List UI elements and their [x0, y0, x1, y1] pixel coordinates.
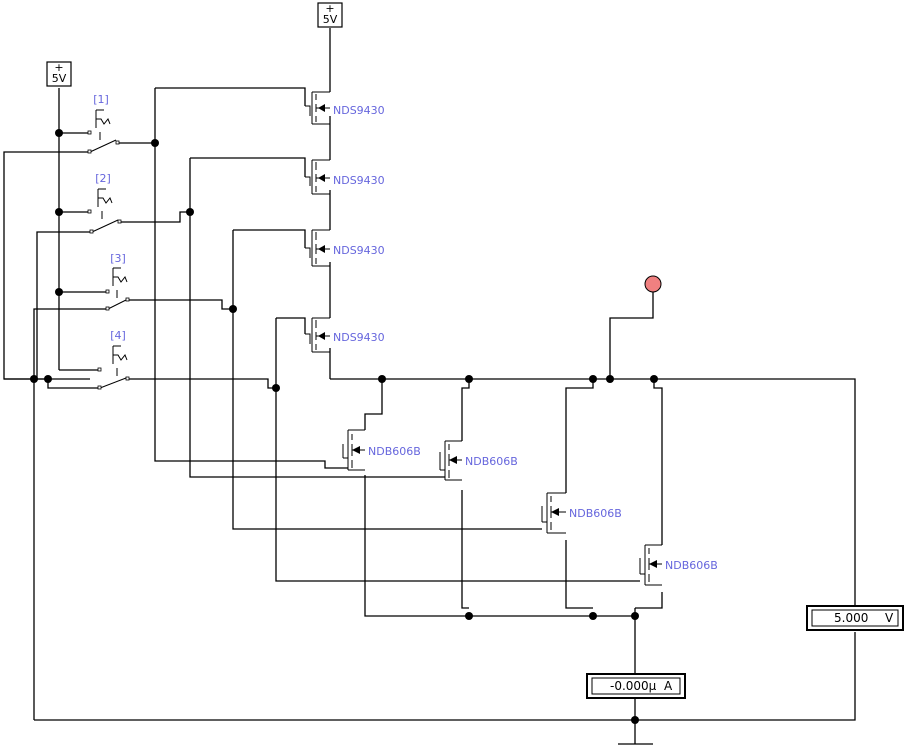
- probe-wire: [609, 292, 654, 379]
- sw4-out: [128, 378, 276, 389]
- voltmeter-unit: V: [885, 611, 894, 625]
- gate-line-d: [275, 318, 640, 582]
- switch-3[interactable]: [3]: [105, 252, 130, 311]
- switch-key-label: [1]: [93, 93, 109, 106]
- pmos-1: NDS9430: [305, 91, 385, 125]
- switch-blade-icon: [107, 299, 127, 310]
- supply-box-icon: [46, 61, 72, 87]
- switch-actuator-icon: [95, 109, 111, 140]
- return-bus: [34, 632, 856, 721]
- pmos-transistor-icon: [305, 229, 330, 267]
- switch-key-label: [4]: [110, 329, 126, 342]
- sw3-ground-loop: [33, 308, 108, 720]
- nmos4-drain: [653, 379, 663, 545]
- switch-blade-icon: [91, 219, 119, 233]
- voltmeter-value: 5.000: [834, 611, 868, 625]
- pmos-3: NDS9430: [305, 229, 385, 267]
- supply-voltage-label: 5V: [323, 13, 338, 26]
- pmos-transistor-icon: [305, 159, 330, 195]
- supply-box-icon: [317, 2, 343, 28]
- gate-line-a: [154, 88, 348, 469]
- nmos-part-label: NDB606B: [465, 455, 518, 468]
- nmos1-source: [364, 475, 635, 617]
- pmos-transistor-icon: [305, 91, 330, 125]
- sw4-ground: [47, 379, 100, 389]
- nmos-2: NDB606B: [439, 440, 518, 481]
- sw2-out: [120, 211, 190, 223]
- switch-key-label: [2]: [95, 172, 111, 185]
- supply-plus-label: +: [54, 61, 63, 74]
- nmos-part-label: NDB606B: [368, 445, 421, 458]
- ammeter-value: -0.000µ: [610, 679, 657, 693]
- voltmeter: 5.000 V: [806, 605, 904, 631]
- pmos-part-label: NDS9430: [333, 104, 385, 117]
- nmos4-source: [635, 592, 663, 609]
- switch-actuator-icon: [112, 267, 128, 298]
- gate-c-to-pmos3: [233, 229, 306, 248]
- pmos-part-label: NDS9430: [333, 331, 385, 344]
- switch-actuator-icon: [97, 188, 113, 219]
- pmos-transistor-icon: [305, 317, 330, 353]
- pmos-part-label: NDS9430: [333, 174, 385, 187]
- nmos-part-label: NDB606B: [665, 559, 718, 572]
- wires: [3, 28, 856, 744]
- nmos-3: NDB606B: [541, 492, 622, 534]
- switch-key-label: [3]: [110, 252, 126, 265]
- output-bus: [330, 378, 856, 608]
- switch-2[interactable]: [2]: [87, 172, 122, 234]
- gate-line-c: [232, 230, 542, 530]
- gate-d-to-pmos4: [276, 317, 306, 334]
- gate-a-to-pmos1: [155, 87, 306, 106]
- switch-blade-icon: [99, 377, 127, 389]
- sw1-ground-loop: [3, 151, 90, 380]
- supply-plus-label: +: [325, 2, 334, 15]
- supply-top: + 5V: [317, 2, 343, 28]
- probe-indicator-icon[interactable]: [644, 275, 662, 293]
- pmos-2: NDS9430: [305, 159, 385, 195]
- switch-actuator-icon: [112, 345, 128, 376]
- nmos2-source: [461, 490, 469, 609]
- nmos-part-label: NDB606B: [569, 507, 622, 520]
- ammeter-unit: A: [664, 679, 673, 693]
- gate-line-b: [189, 158, 445, 478]
- sw2-ground-loop: [36, 231, 92, 379]
- nmos2-drain: [461, 379, 470, 441]
- nmos3-source: [565, 540, 593, 609]
- switch-blade-icon: [89, 139, 117, 153]
- pmos-part-label: NDS9430: [333, 244, 385, 257]
- switch-1[interactable]: [1]: [87, 93, 120, 154]
- supply-voltage-label: 5V: [52, 72, 67, 85]
- junctions: [30, 129, 658, 724]
- nmos-1: NDB606B: [342, 429, 421, 471]
- nmos3-drain: [565, 379, 594, 493]
- nmos1-drain: [364, 379, 383, 430]
- sw3-out: [128, 299, 233, 310]
- switch-4[interactable]: [4]: [97, 329, 130, 390]
- pmos-4: NDS9430: [305, 317, 385, 353]
- nmos-4: NDB606B: [639, 544, 718, 586]
- ammeter: -0.000µ A: [586, 673, 686, 699]
- gate-b-to-pmos2: [190, 157, 306, 177]
- supply-left: + 5V: [46, 61, 72, 87]
